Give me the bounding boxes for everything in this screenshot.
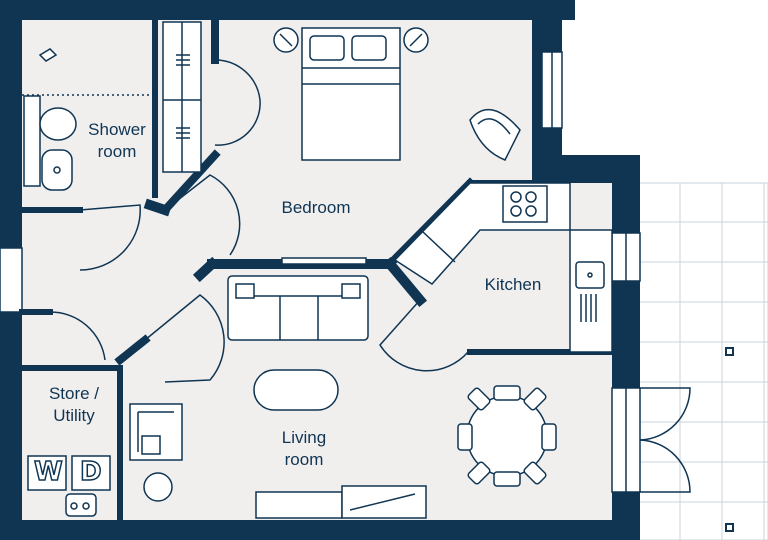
sofa (227, 275, 369, 341)
washer-dryer (27, 455, 111, 517)
bed (301, 27, 401, 161)
shower-room-fixtures (22, 48, 155, 191)
room-label-kitchen: Kitchen (470, 274, 556, 296)
room-label-line: Shower (88, 120, 146, 139)
room-label-line: room (284, 450, 324, 469)
room-label-line: room (97, 142, 137, 161)
dryer-label: D (79, 456, 102, 488)
washer-label: W (33, 456, 63, 488)
toilet-icon (39, 107, 77, 141)
room-label-line: Kitchen (484, 275, 542, 294)
armchair-icon (469, 108, 521, 161)
kitchen-sink-icon (575, 261, 605, 322)
tv-unit (281, 257, 367, 265)
door (49, 59, 469, 383)
side-table (143, 472, 173, 502)
room-label-line: Bedroom (281, 198, 351, 217)
shower-head-icon (38, 48, 58, 62)
room-label-line: Utility (53, 406, 95, 425)
room-label-bedroom: Bedroom (266, 197, 366, 219)
dining-table (457, 385, 557, 487)
terrace-post-icon (725, 347, 734, 532)
room-label-line: Store / (48, 384, 100, 403)
hob-icon (502, 185, 548, 223)
armchair-icon (129, 403, 183, 461)
media-unit (255, 485, 427, 519)
room-label-line: Living (281, 428, 327, 447)
wardrobe (162, 21, 202, 173)
room-label-living: Living room (264, 427, 344, 471)
coffee-table (253, 369, 339, 411)
room-label-shower: Shower room (74, 119, 160, 163)
room-label-store: Store / Utility (34, 383, 114, 427)
terrace-doors (611, 387, 691, 493)
terrace (637, 182, 768, 540)
lamp-icon (273, 27, 429, 53)
